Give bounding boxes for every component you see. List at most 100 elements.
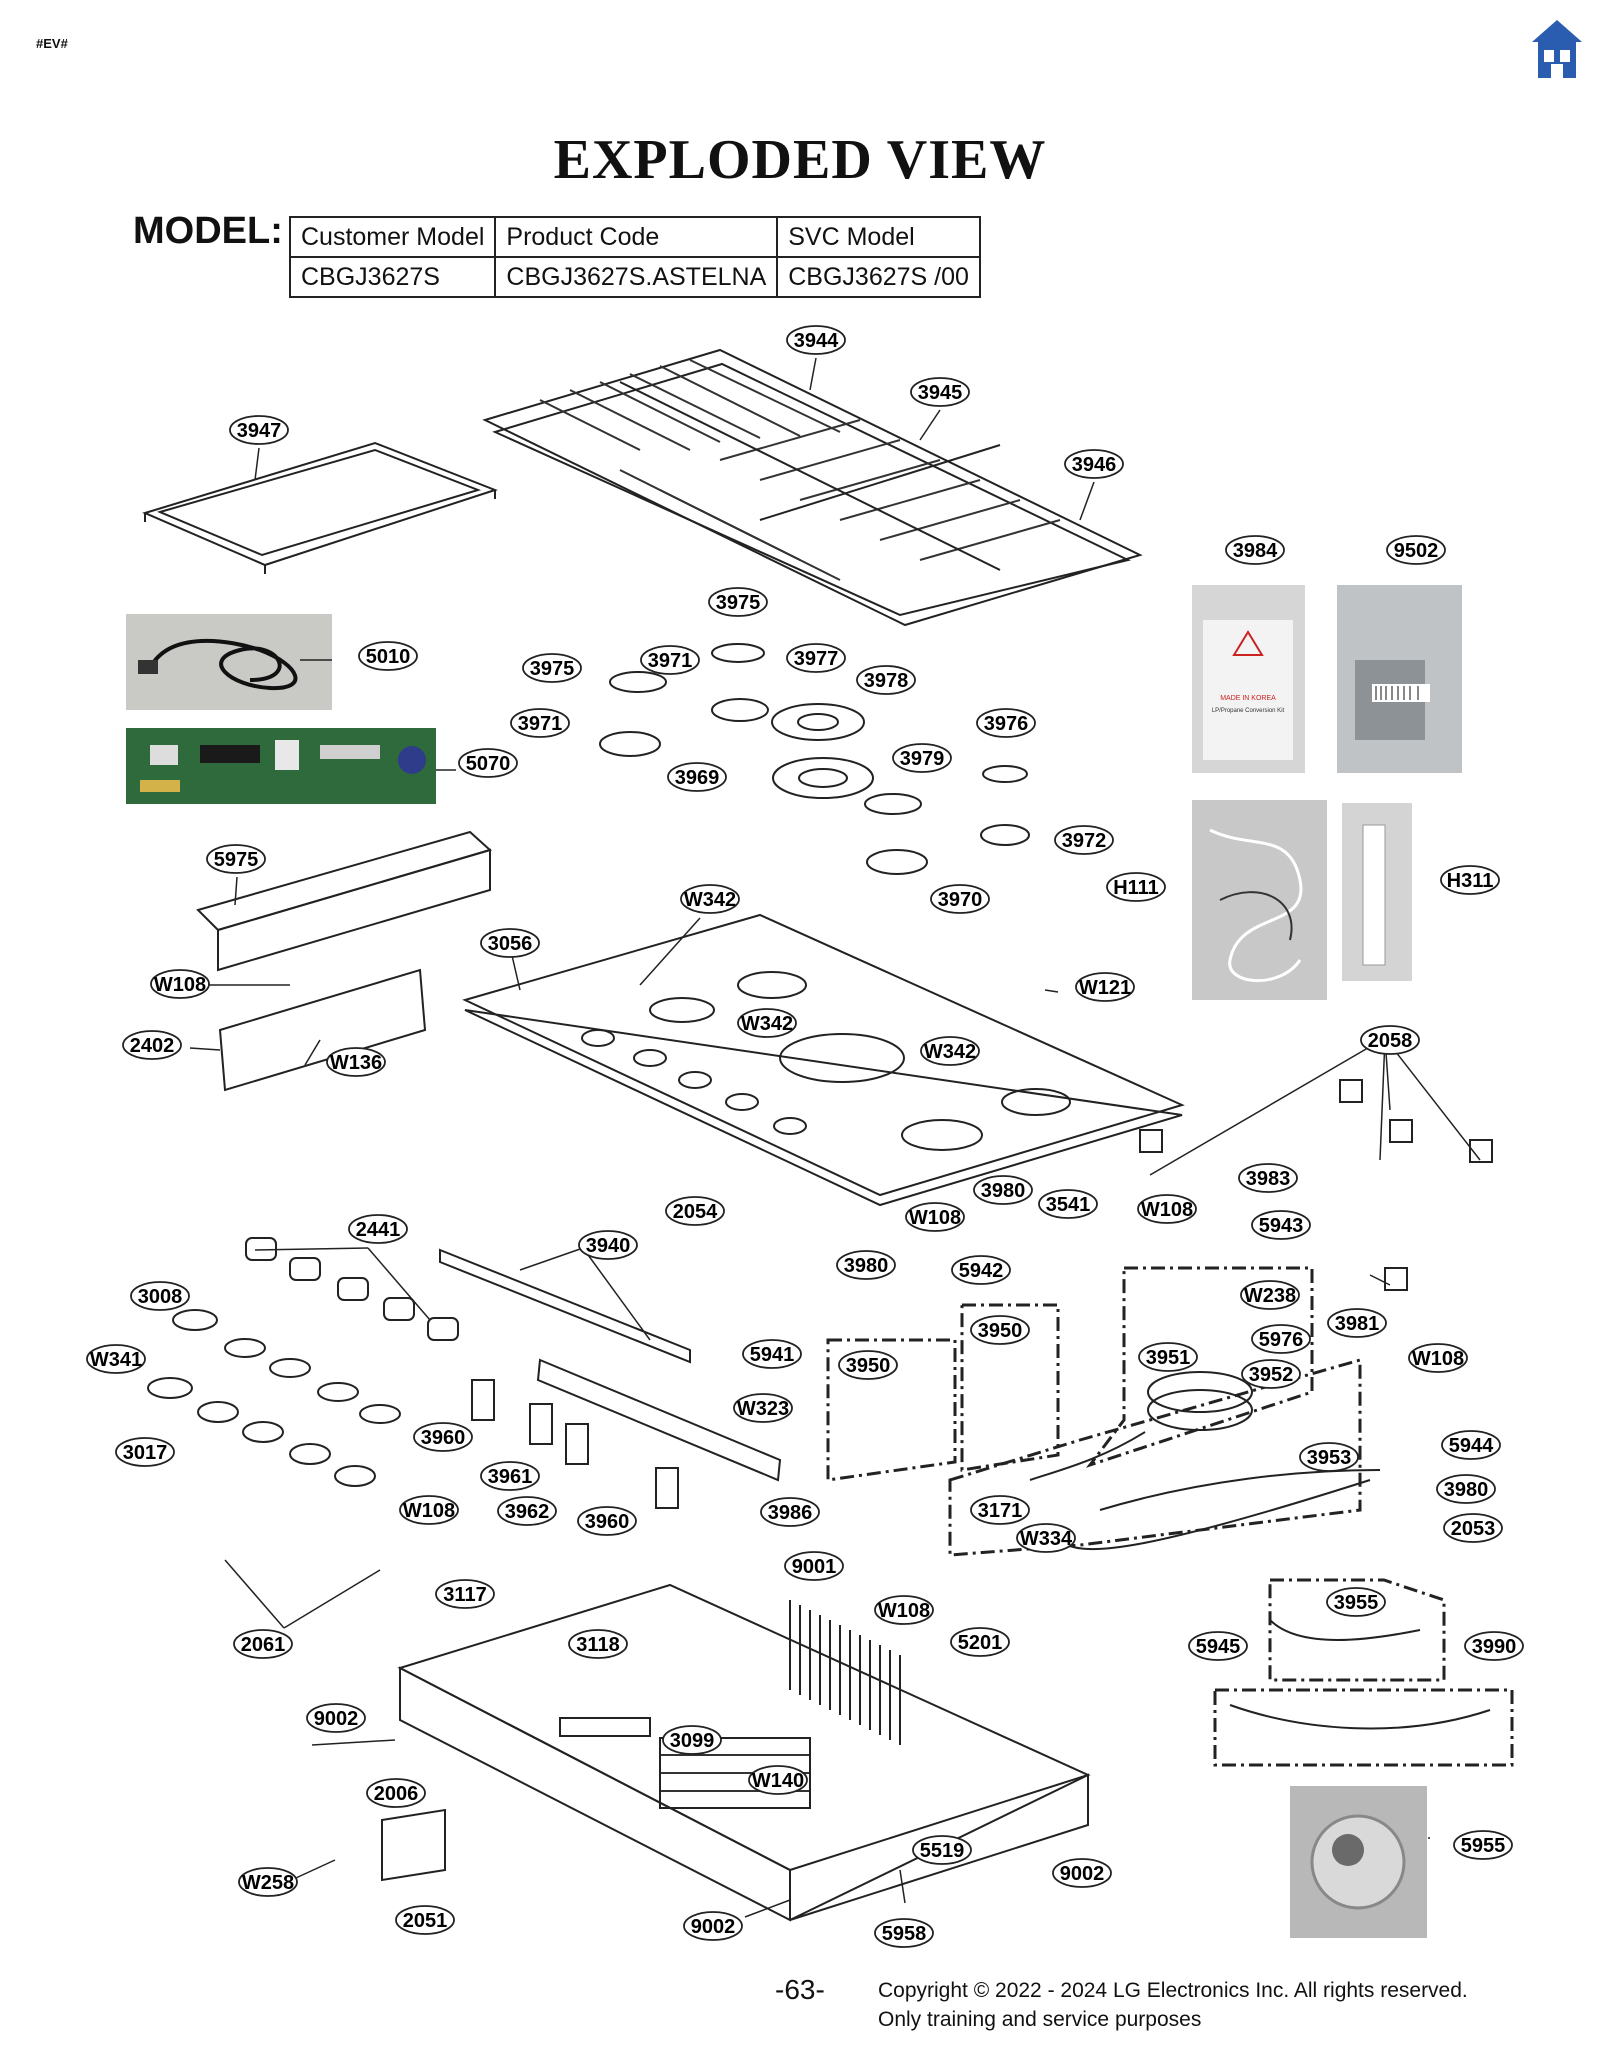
callout-3979: 3979 xyxy=(892,743,952,773)
callout-w341: W341 xyxy=(86,1344,146,1374)
callout-w108: W108 xyxy=(1408,1343,1468,1373)
callout-text: H311 xyxy=(1447,870,1494,892)
burner-parts xyxy=(599,643,1030,875)
callout-text: 3990 xyxy=(1472,1636,1517,1658)
callout-text: 3056 xyxy=(488,933,533,955)
callout-bubble xyxy=(1240,1280,1300,1310)
callout-text: 3951 xyxy=(1146,1347,1191,1369)
callout-3117: 3117 xyxy=(435,1579,495,1609)
callout-text: 5941 xyxy=(750,1344,795,1366)
callout-3972: 3972 xyxy=(1054,825,1114,855)
callout-w342: W342 xyxy=(920,1036,980,1066)
callout-w108: W108 xyxy=(874,1595,934,1625)
callout-text: W136 xyxy=(330,1052,382,1074)
callout-bubble xyxy=(836,1250,896,1280)
callout-bubble xyxy=(578,1230,638,1260)
leader-lines xyxy=(189,357,1481,1918)
callout-3983: 3983 xyxy=(1238,1163,1298,1193)
callout-3976: 3976 xyxy=(976,708,1036,738)
knobs-and-valves xyxy=(147,1237,782,1509)
callout-9002: 9002 xyxy=(306,1703,366,1733)
callout-bubble xyxy=(122,1030,182,1060)
callout-text: W108 xyxy=(878,1600,930,1622)
callout-bubble xyxy=(238,1867,298,1897)
callout-text: 9002 xyxy=(691,1916,736,1938)
callout-text: 3971 xyxy=(518,713,563,735)
callout-text: 2054 xyxy=(673,1201,718,1223)
callout-text: W334 xyxy=(1020,1528,1073,1550)
callout-text: 3947 xyxy=(237,420,282,442)
callout-h311: H311 xyxy=(1440,865,1500,895)
callout-5201: 5201 xyxy=(950,1627,1010,1657)
callout-bubble xyxy=(413,1422,473,1452)
callout-3950: 3950 xyxy=(970,1315,1030,1345)
callout-text: 3940 xyxy=(586,1235,631,1257)
callout-5976: 5976 xyxy=(1251,1324,1311,1354)
wire-harness-photo-h111 xyxy=(1192,800,1327,1000)
callout-w108: W108 xyxy=(150,969,210,999)
callout-5975: 5975 xyxy=(206,844,266,874)
callout-text: 5010 xyxy=(366,646,411,668)
callout-text: W342 xyxy=(684,889,736,911)
callout-bubble xyxy=(115,1437,175,1467)
callout-text: 3979 xyxy=(900,748,945,770)
callout-9002: 9002 xyxy=(1052,1858,1112,1888)
callout-bubble xyxy=(86,1344,146,1374)
model-value-product: CBGJ3627S.ASTELNA xyxy=(494,256,779,298)
callout-3056: 3056 xyxy=(480,928,540,958)
callout-text: 3962 xyxy=(505,1501,550,1523)
callout-5958: 5958 xyxy=(874,1918,934,1948)
callout-text: 3099 xyxy=(670,1730,715,1752)
callout-w342: W342 xyxy=(680,884,740,914)
callout-text: 3986 xyxy=(768,1502,813,1524)
callout-bubble xyxy=(976,708,1036,738)
callout-bubble xyxy=(1241,1359,1301,1389)
callout-5943: 5943 xyxy=(1251,1210,1311,1240)
model-table-value-row: CBGJ3627S CBGJ3627S.ASTELNA CBGJ3627S /0… xyxy=(288,256,981,298)
callout-text: 5945 xyxy=(1196,1636,1241,1658)
callout-3955: 3955 xyxy=(1326,1587,1386,1617)
callout-text: 2053 xyxy=(1451,1518,1496,1540)
callout-bubble xyxy=(874,1918,934,1948)
callout-3984: 3984 xyxy=(1225,535,1285,565)
callout-bubble xyxy=(1038,1189,1098,1219)
callout-text: 3945 xyxy=(918,382,963,404)
callout-3944: 3944 xyxy=(786,325,846,355)
callout-3951: 3951 xyxy=(1138,1342,1198,1372)
wire-harness-photo-h311 xyxy=(1342,803,1412,981)
callout-3981: 3981 xyxy=(1327,1308,1387,1338)
callout-text: 3118 xyxy=(576,1634,619,1656)
callout-bubble xyxy=(1440,865,1500,895)
callout-bubble xyxy=(856,665,916,695)
callout-text: W258 xyxy=(242,1872,294,1894)
callout-bubble xyxy=(233,1629,293,1659)
callout-3980: 3980 xyxy=(836,1250,896,1280)
callout-bubble xyxy=(737,1008,797,1038)
callout-5070: 5070 xyxy=(458,748,518,778)
callout-text: 5955 xyxy=(1461,1835,1506,1857)
callout-bubble xyxy=(970,1495,1030,1525)
callout-2006: 2006 xyxy=(366,1778,426,1808)
callout-5519: 5519 xyxy=(912,1835,972,1865)
callout-2053: 2053 xyxy=(1443,1513,1503,1543)
callout-w121: W121 xyxy=(1075,972,1135,1002)
callout-3975: 3975 xyxy=(708,587,768,617)
callout-bubble xyxy=(667,762,727,792)
callout-bubble xyxy=(229,415,289,445)
callout-bubble xyxy=(1054,825,1114,855)
callout-bubble xyxy=(130,1281,190,1311)
parts-bag-photo-9502 xyxy=(1337,585,1462,773)
callout-bubble xyxy=(1225,535,1285,565)
callout-3940: 3940 xyxy=(578,1230,638,1260)
callout-bubble xyxy=(1188,1631,1248,1661)
callout-bubble xyxy=(1408,1343,1468,1373)
callout-bubble xyxy=(662,1725,722,1755)
callout-bubble xyxy=(306,1703,366,1733)
callout-w136: W136 xyxy=(326,1047,386,1077)
page-title: EXPLODED VIEW xyxy=(553,129,1047,191)
callout-3962: 3962 xyxy=(497,1496,557,1526)
callout-text: 3008 xyxy=(138,1286,183,1308)
home-icon[interactable] xyxy=(1530,18,1584,80)
callout-bubble xyxy=(912,1835,972,1865)
callout-bubble xyxy=(1016,1523,1076,1553)
